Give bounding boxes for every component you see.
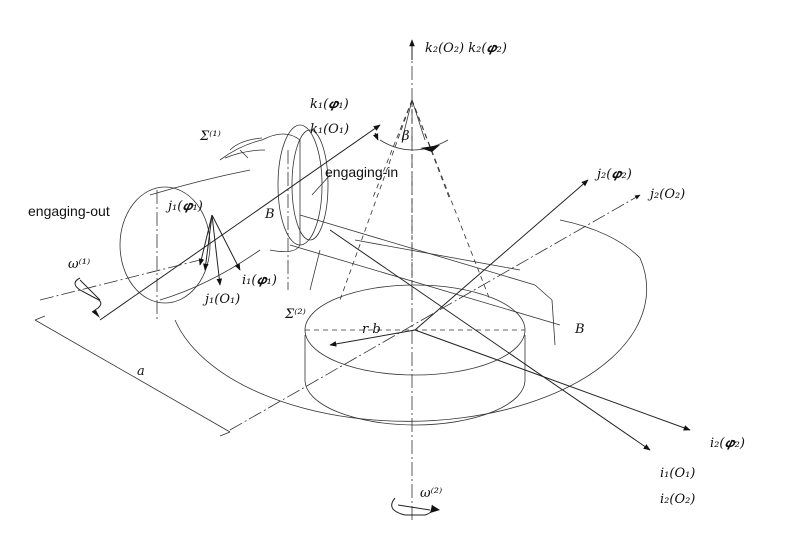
i2-phi-axis: [414, 329, 691, 431]
label-j1-phi: j₁(𝝋₁): [165, 199, 203, 214]
omega2-rotation-icon: [391, 497, 440, 516]
beta-arc: [379, 139, 449, 151]
gear2-large-circle: [174, 219, 647, 422]
label-i1-phi: i₁(𝝋₁): [242, 273, 277, 288]
label-b-right: B: [574, 322, 585, 337]
label-i2-phi: i₂(𝝋₂): [710, 436, 745, 451]
label-a: a: [137, 364, 145, 379]
label-beta: β: [401, 129, 410, 144]
omega1-rotation-icon: [74, 277, 102, 318]
i1-o-vector: [198, 214, 213, 266]
contact-plane: [289, 214, 561, 346]
gear1-body: [119, 124, 329, 320]
label-j2-o: j₂(O₂): [647, 187, 685, 202]
label-k1-o: k₁(O₁): [310, 122, 349, 137]
j1-phi-vector: [203, 214, 213, 271]
label-omega2: ω⁽²⁾: [420, 486, 442, 501]
i2-o-axis: [329, 229, 651, 451]
label-sigma2: Σ⁽²⁾: [284, 307, 306, 322]
label-k2-axis: k₂(O₂) k₂(𝝋₂): [425, 41, 507, 56]
base-cylinder: [304, 284, 526, 426]
k1-axis: [99, 124, 381, 321]
label-engaging-out: engaging-out: [28, 203, 110, 219]
label-i1-o: i₁(O₁): [660, 466, 695, 481]
label-engaging-in: engaging-in: [325, 164, 398, 180]
j1-o-vector: [211, 214, 223, 286]
label-omega1: ω⁽¹⁾: [68, 257, 90, 272]
rb-radius: [329, 329, 416, 347]
label-b-upper: B: [264, 207, 275, 222]
label-i2-o: i₂(O₂): [660, 492, 695, 507]
label-rb: r b: [362, 322, 381, 337]
label-j1-o: j₁(O₁): [202, 292, 240, 307]
cone-generators: [339, 99, 491, 301]
label-j2-phi: j₂(𝝋₂): [594, 167, 632, 182]
j2-phi-axis: [414, 179, 589, 331]
label-sigma1: Σ⁽¹⁾: [199, 129, 221, 144]
i1-phi-vector: [211, 214, 241, 271]
label-k1-phi: k₁(𝝋₁): [310, 97, 349, 112]
j2-o-axis: [229, 194, 641, 431]
